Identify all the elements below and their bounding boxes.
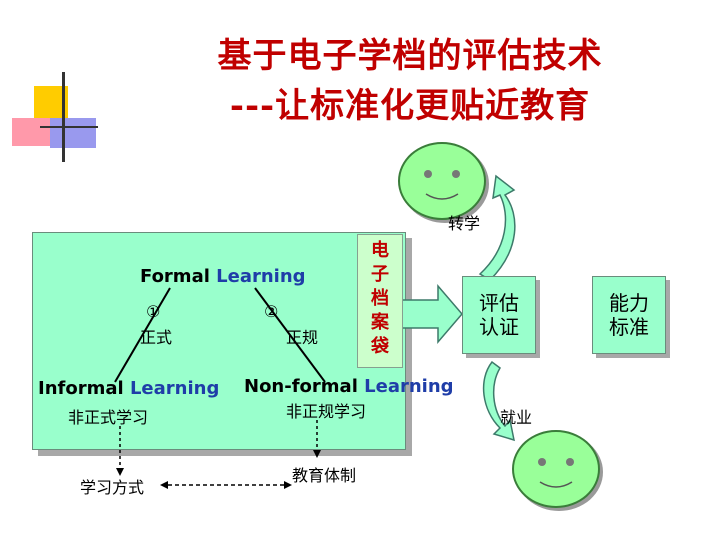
marker-2-label: 正规	[286, 324, 318, 348]
decor-horizontal-line	[40, 126, 98, 128]
informal-learning-label: Informal Learning	[38, 378, 219, 399]
nonformal-label-learning: Learning	[364, 376, 453, 397]
ability-line-1: 能力	[609, 291, 649, 315]
eportfolio-char-5: 袋	[358, 335, 402, 359]
assessment-line-2: 认证	[479, 315, 519, 339]
formal-label-part: Formal	[140, 266, 216, 287]
marker-2: ②	[264, 302, 278, 321]
eportfolio-char-3: 档	[358, 287, 402, 311]
title-line-2: ---让标准化更贴近教育	[150, 78, 670, 127]
ability-standard-box: 能力 标准	[592, 276, 666, 354]
informal-label-learning: Learning	[130, 378, 219, 399]
smiley-face-icon	[514, 432, 598, 506]
informal-learning-zh: 非正式学习	[68, 404, 148, 428]
eportfolio-char-4: 案	[358, 311, 402, 335]
formal-label-learning: Learning	[216, 266, 305, 287]
employment-label: 就业	[500, 404, 532, 428]
education-system-label: 教育体制	[292, 462, 356, 486]
smiley-face-transfer	[398, 142, 486, 220]
smiley-face-icon	[400, 144, 484, 218]
decor-vertical-line	[62, 72, 65, 162]
ability-line-2: 标准	[609, 315, 649, 339]
marker-1: ①	[146, 302, 160, 321]
assessment-line-1: 评估	[479, 291, 519, 315]
assessment-certification-box: 评估 认证	[462, 276, 536, 354]
decor-blue-square	[50, 118, 96, 148]
eportfolio-char-1: 电	[358, 239, 402, 263]
nonformal-learning-zh: 非正规学习	[286, 398, 366, 422]
nonformal-learning-label: Non-formal Learning	[244, 376, 454, 397]
learning-mode-label: 学习方式	[80, 474, 144, 498]
transfer-label: 转学	[448, 210, 480, 234]
nonformal-label-part: Non-formal	[244, 376, 364, 397]
title-line-1: 基于电子学档的评估技术	[150, 28, 670, 77]
eportfolio-pocket: 电 子 档 案 袋	[357, 234, 403, 368]
formal-learning-label: Formal Learning	[140, 266, 306, 287]
informal-label-part: Informal	[38, 378, 130, 399]
marker-1-label: 正式	[140, 324, 172, 348]
decor-red-square	[12, 118, 50, 146]
eportfolio-char-2: 子	[358, 263, 402, 287]
smiley-face-employment	[512, 430, 600, 508]
